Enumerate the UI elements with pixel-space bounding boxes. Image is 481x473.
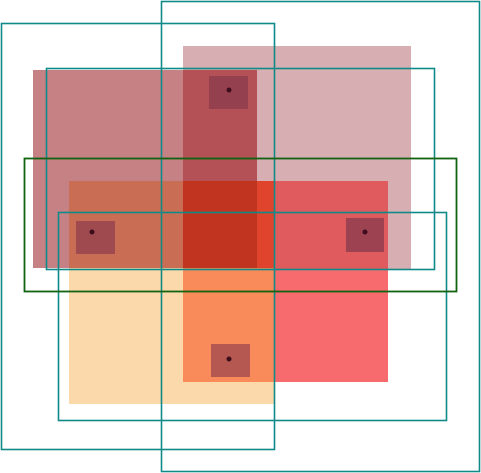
left-handle-box[interactable] <box>76 221 115 254</box>
right-handle-box[interactable] <box>346 218 384 252</box>
right-handle[interactable] <box>346 218 384 252</box>
orange-red-overlap <box>257 181 274 268</box>
left-handle[interactable] <box>76 221 115 254</box>
left-handle-dot <box>89 229 95 235</box>
teal-frame-right-tall <box>160 0 481 473</box>
top-handle-dot <box>226 87 232 93</box>
teal-frame-lower-wide <box>57 211 448 422</box>
right-handle-dot <box>362 229 368 235</box>
handles <box>76 76 384 377</box>
teal-frame-left-tall <box>0 22 276 451</box>
top-handle[interactable] <box>209 76 248 109</box>
teal-frame-upper-wide <box>45 67 436 271</box>
green-frame-horizontal <box>23 157 458 293</box>
dark-red-overlap <box>183 181 257 268</box>
top-handle-box[interactable] <box>209 76 248 109</box>
bottom-handle[interactable] <box>211 344 250 377</box>
bottom-handle-dot <box>226 356 232 362</box>
